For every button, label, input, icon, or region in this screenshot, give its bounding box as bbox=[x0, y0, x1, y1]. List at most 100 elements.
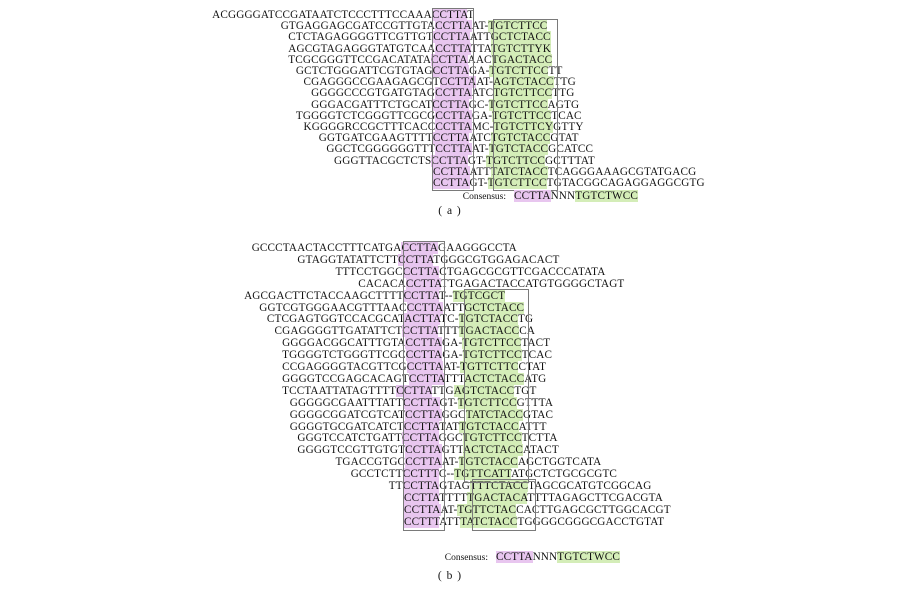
seq-left-flank: CTCTAGAGGGGTTCGTTGT bbox=[288, 31, 434, 44]
seq-motif-purple: CCTTA bbox=[405, 408, 442, 421]
seq-right-flank: CTGAGCGCGTTCGACCCATATA bbox=[439, 265, 606, 278]
seq-motif-purple: CCTTA bbox=[432, 132, 470, 145]
seq-left-flank: GGGGCCCGTGATGTAG bbox=[311, 87, 436, 100]
seq-right-flank: TTG bbox=[553, 76, 576, 89]
seq-motif-green: ACTCTACC bbox=[462, 444, 523, 457]
seq-motif-purple: CCTTA bbox=[402, 396, 440, 409]
seq-right-flank: GTAT bbox=[550, 132, 579, 145]
seq-right-flank: TACT bbox=[521, 337, 551, 350]
seq-right-flank: AGTG bbox=[547, 98, 580, 111]
seq-right-flank: GCATCC bbox=[548, 143, 594, 156]
alignment-row: GCTCTGGGATTCGTGTAGCCTTAGA-TGTCTTCCTT bbox=[0, 65, 562, 77]
seq-motif-green: TGTCTACC bbox=[459, 420, 519, 433]
seq-motif-purple: CCTTA bbox=[433, 177, 470, 189]
seq-spacer: TTTT bbox=[439, 491, 468, 504]
seq-left-flank: GCCCTAACTACCTTTCATGA bbox=[251, 242, 402, 254]
seq-motif-purple: CCTTA bbox=[405, 444, 442, 457]
seq-right-flank: TGTACGGCAGAGGAGGCGTG bbox=[546, 177, 705, 189]
seq-motif-green: TGTCTTCC bbox=[462, 349, 522, 362]
alignment-row: GTGAGGAGCGATCCGTTGTACCTTAAT-TGTCTTCC bbox=[0, 20, 548, 33]
seq-motif-purple: CCTTA bbox=[405, 456, 442, 469]
seq-motif-purple: CCTTA bbox=[402, 480, 440, 492]
seq-left-flank: CACACA bbox=[358, 277, 406, 290]
seq-motif-purple: CCTTA bbox=[406, 301, 444, 314]
seq-motif-purple: CCTTA bbox=[405, 337, 442, 350]
alignment-row: TGACCGTGCCCTTAAT-TGTCTACCAGCTGGTCATA bbox=[0, 456, 601, 469]
seq-motif-green: TGTCTTCC bbox=[485, 154, 545, 167]
alignment-row: CACACACCTTATTGAGACTACCATGTGGGGCTAGT bbox=[0, 277, 625, 290]
seq-spacer: AT- bbox=[471, 143, 489, 156]
alignment-row: CCTTAAT-TGTTCTACCACTTGAGCGCTTGGCACGT bbox=[0, 503, 671, 516]
seq-left-flank: GGCTCGGGGGGTTT bbox=[326, 143, 436, 156]
seq-left-flank: GTGAGGAGCGATCCGTTGTA bbox=[280, 20, 436, 33]
alignment-row: CCTTAGT-TGTCTTCCTGTACGGCAGAGGAGGCGTG bbox=[0, 177, 705, 189]
alignment-row: GGGGTCCGAGCACAGTCCTTATTTACTCTACCATG bbox=[0, 372, 546, 385]
seq-left-flank: GGGGTCCGAGCACAGT bbox=[282, 372, 409, 385]
alignment-row: CCTTTATTTATCTACCTGGGGCGGGCGACCTGTAT bbox=[0, 515, 664, 528]
seq-left-flank: TCGCGGGTTCCGACATATA bbox=[288, 53, 432, 66]
alignment-row: GGTCGTGGGAACGTTTAACCCTTAATTGCTCTACC bbox=[0, 301, 525, 314]
alignment-row: CTCGAGTGGTCCACGCATACTTATC-TGTCTACCTG bbox=[0, 313, 534, 326]
seq-motif-green: TGTTCTTC bbox=[460, 361, 519, 373]
seq-spacer: GA- bbox=[442, 349, 463, 362]
seq-left-flank: GGGTCCATCTGATT bbox=[297, 432, 403, 445]
alignment-row: CCTTATTTTTGACTACATTTTAGAGCTTCGACGTA bbox=[0, 491, 663, 504]
seq-spacer: AT- bbox=[476, 76, 494, 89]
seq-left-flank: GGGGACGGCATTTGTA bbox=[282, 337, 406, 350]
seq-spacer: TTT bbox=[444, 372, 465, 385]
alignment-row: KGGGGRCCGCTTTCACCCCTTAMC-TGTCTTCYGTTY bbox=[0, 121, 584, 133]
seq-motif-purple: CCTTA bbox=[402, 265, 440, 278]
seq-motif-purple: CCTTA bbox=[398, 253, 434, 266]
seq-left-flank: CCGAGGGGTACGTTCG bbox=[282, 361, 407, 373]
seq-motif-green: AGTCTACC bbox=[493, 76, 554, 89]
seq-right-flank: ATGCTCTGCGCGTC bbox=[511, 468, 618, 481]
seq-motif-purple: CCTTT bbox=[402, 468, 439, 481]
seq-motif-green: TGTCTTCC bbox=[492, 109, 552, 122]
seq-left-flank: GGGTTACGCTCTS bbox=[333, 154, 432, 167]
seq-spacer: ATC bbox=[469, 132, 491, 145]
seq-right-flank: CACTTGAGCGCTTGGCACGT bbox=[516, 503, 671, 516]
seq-right-flank: ATTT bbox=[518, 420, 547, 433]
seq-motif-purple: CCTTA bbox=[404, 491, 440, 504]
seq-left-flank: GTAGGTATATTCTT bbox=[297, 253, 399, 266]
seq-right-flank: ATACT bbox=[522, 444, 559, 457]
seq-motif-purple: CCTTA bbox=[405, 277, 442, 290]
seq-right-flank: TG bbox=[517, 313, 534, 326]
seq-spacer: GGC bbox=[441, 408, 466, 421]
seq-left-flank: TT bbox=[388, 480, 403, 492]
seq-spacer: GA- bbox=[442, 337, 463, 350]
seq-motif-green: TGTCTACC bbox=[491, 132, 551, 145]
alignment-row: CTCTAGAGGGGTTCGTTGTCCTTAATTGCTCTACC bbox=[0, 31, 551, 44]
seq-motif-purple: CCTTA bbox=[433, 165, 470, 178]
panel-a-consensus-middle: NNN bbox=[550, 190, 576, 202]
seq-motif-purple: CCTTA bbox=[402, 432, 439, 445]
seq-spacer: GA- bbox=[469, 65, 490, 77]
alignment-row: AGCGTAGAGGGTATGTCAACCTTATTATGTCTTYK bbox=[0, 42, 552, 55]
seq-motif-purple: CCTTT bbox=[404, 515, 440, 528]
panel-a-consensus-green: TGTCTWCC bbox=[575, 190, 638, 202]
seq-motif-green: TGTCTTYK bbox=[490, 42, 552, 55]
alignment-row: GGGGCCCGTGATGTAGCCTTAATCTGTCTTCCTTG bbox=[0, 87, 574, 100]
seq-left-flank: TGGGGTCTCGGGTTCGCG bbox=[295, 109, 436, 122]
seq-left-flank: GGGGTGCGATCATCT bbox=[289, 420, 404, 433]
seq-left-flank: TGACCGTGC bbox=[335, 456, 406, 469]
seq-motif-green: TATCTACC bbox=[465, 408, 523, 421]
seq-right-flank: TTGAGACTACCATGTGGGGCTAGT bbox=[441, 277, 625, 290]
seq-motif-green: TGTCTTCC bbox=[462, 337, 522, 350]
alignment-row: TCCTAATTATAGTTTTCCTTATTGAGTCTACCTGT bbox=[0, 384, 537, 397]
seq-motif-green: TTTCTACC bbox=[470, 480, 529, 492]
seq-left-flank: TTTCCTGGC bbox=[335, 265, 403, 278]
seq-left-flank: GGGGGCGAATTTATT bbox=[289, 396, 403, 409]
seq-spacer: GGC bbox=[438, 432, 463, 445]
seq-left-flank: AGCGACTTCTACCAAGCTTTT bbox=[244, 289, 404, 302]
seq-right-flank: TCAC bbox=[551, 109, 582, 122]
alignment-row: GGGGTCCGTTGTGTCCTTAGTTACTCTACCATACT bbox=[0, 444, 559, 457]
seq-motif-purple: CCTTA bbox=[406, 361, 444, 373]
alignment-row: GGGACGATTTCTGCATCCTTAGC-TGTCTTCCAGTG bbox=[0, 98, 580, 111]
seq-motif-purple: CCTTA bbox=[401, 242, 438, 254]
seq-spacer: T-- bbox=[438, 289, 453, 302]
seq-motif-green: GCTCTACC bbox=[464, 301, 525, 314]
